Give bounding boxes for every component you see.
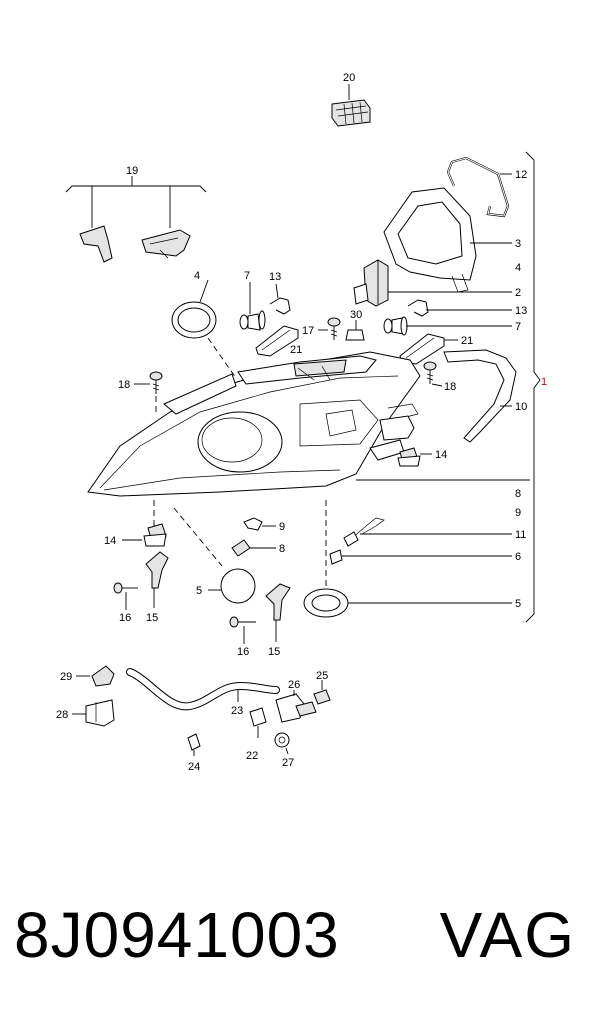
callout-29: 29 [60, 671, 72, 683]
callout-19: 19 [126, 165, 138, 177]
callout-3: 3 [515, 238, 521, 250]
callout-14-left: 14 [104, 535, 116, 547]
part-28-bracket [85, 699, 115, 727]
part-10-seal-strip [443, 349, 517, 443]
callout-4-right: 4 [515, 262, 521, 274]
callout-1: 1 [541, 376, 547, 388]
group-bracket-1 [525, 151, 541, 623]
callout-23: 23 [231, 705, 243, 717]
part-15-right-bracket [265, 583, 291, 621]
leader-13-left [275, 283, 279, 299]
part-2-range-control-motor [353, 259, 389, 307]
callout-5-right: 5 [515, 598, 521, 610]
assembly-line-4 [207, 337, 237, 379]
headlamp-housing [87, 351, 421, 497]
callout-8-right: 8 [515, 488, 521, 500]
leader-27 [285, 747, 289, 755]
part-4-left-retaining-ring [171, 301, 217, 339]
callout-18-left: 18 [118, 379, 130, 391]
callout-22: 22 [246, 750, 258, 762]
part-25-fastener [313, 689, 331, 705]
part-6-bulb-socket [329, 549, 343, 565]
callout-7-right: 7 [515, 321, 521, 333]
callout-24: 24 [188, 761, 200, 773]
part-15-left-bracket [145, 551, 169, 589]
callout-6: 6 [515, 551, 521, 563]
callout-13-right: 13 [515, 305, 527, 317]
part-16-left-screw [113, 582, 138, 594]
callout-21-left: 21 [290, 344, 302, 356]
part-3-rear-cover [383, 187, 477, 293]
callout-2: 2 [515, 287, 521, 299]
part-30-cap [345, 329, 365, 341]
callout-17: 17 [302, 325, 314, 337]
callout-18-right: 18 [444, 381, 456, 393]
callout-16-right: 16 [237, 646, 249, 658]
callout-15-right: 15 [268, 646, 280, 658]
part-26-washer-pump [275, 693, 317, 723]
part-14-left-adjuster [143, 523, 167, 547]
part-7-right-bulb [383, 316, 408, 336]
part-20-connector-housing [331, 99, 371, 127]
exploded-parts-diagram: 20 19 1 12 3 4 2 13 7 [56, 72, 547, 773]
part-24-clip [187, 733, 201, 751]
part-22-sensor [249, 707, 267, 738]
part-11-wiring-lead [343, 517, 385, 547]
leader-4-left [199, 279, 209, 303]
part-21-left-connector [255, 325, 299, 357]
brand-label: VAG [439, 899, 576, 971]
footer: 8J0941003 VAG [0, 880, 600, 990]
part-17-screw [327, 317, 341, 340]
part-19-mounting-brackets [65, 176, 207, 263]
part-13-left-bulb-clip [269, 297, 291, 315]
part-18-right-screw [423, 361, 437, 384]
callout-26: 26 [288, 679, 300, 691]
callout-15-left: 15 [146, 612, 158, 624]
part-18-left-screw [149, 371, 163, 394]
callout-28: 28 [56, 709, 68, 721]
part-number: 8J0941003 [14, 899, 340, 971]
part-9-left-bulb [243, 517, 263, 531]
part-5-left-dust-cap [220, 568, 256, 604]
part-5-right-dust-cap [303, 588, 349, 618]
callout-9-left: 9 [279, 521, 285, 533]
callout-20: 20 [343, 72, 355, 84]
callout-5-left: 5 [196, 585, 202, 597]
callout-25: 25 [316, 670, 328, 682]
callout-10: 10 [515, 401, 527, 413]
callout-14-right: 14 [435, 449, 447, 461]
leader-18-right [431, 383, 443, 387]
callout-16-left: 16 [119, 612, 131, 624]
part-29-clip [91, 665, 115, 687]
part-8-left-socket [231, 539, 251, 557]
part-13-right-bulb-clip [407, 299, 429, 317]
callout-11: 11 [515, 529, 526, 541]
part-23-hose [126, 668, 280, 711]
part-16-right-screw [229, 616, 256, 628]
callout-27: 27 [282, 757, 294, 769]
callout-30: 30 [350, 309, 362, 321]
callout-7-left: 7 [244, 270, 250, 282]
part-7-left-bulb [239, 310, 266, 331]
callout-4-left: 4 [194, 270, 200, 282]
part-27-grommet [274, 732, 290, 748]
callout-8-left: 8 [279, 543, 285, 555]
callout-21-right: 21 [461, 335, 473, 347]
part-14-right-adjuster [397, 447, 421, 467]
callout-9-right: 9 [515, 507, 521, 519]
assembly-line-5 [173, 507, 223, 567]
callout-12: 12 [515, 169, 527, 181]
callout-13-left: 13 [269, 271, 281, 283]
